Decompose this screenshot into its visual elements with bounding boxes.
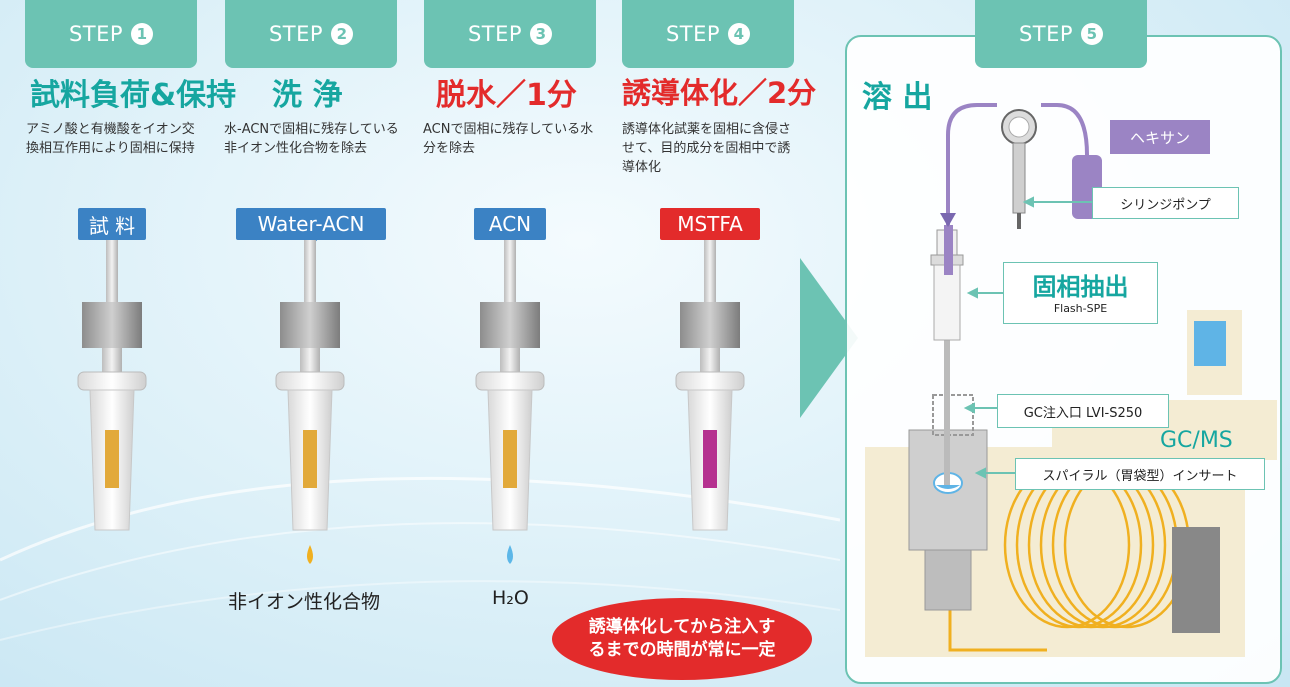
step-label: STEP [467, 22, 523, 46]
step-5-title: 溶 出 [862, 80, 933, 115]
step-1-tab: STEP 1 [25, 0, 197, 68]
drop-icon [507, 545, 513, 564]
step-3-description: ACNで固相に残存している水分を除去 [423, 122, 594, 156]
step-5-tab: STEP 5 [975, 0, 1147, 68]
spe-title: 固相抽出 [1032, 272, 1129, 301]
step-number: 5 [1081, 23, 1104, 45]
step-3-title: 脱水／1分 [436, 78, 577, 113]
step-2-description: 水-ACNで固相に残存している非イオン性化合物を除去 [224, 122, 399, 156]
sorbent-bed [105, 430, 119, 488]
background-swoosh [0, 0, 840, 687]
step-1-title: 試料負荷&保持 [30, 78, 237, 113]
step-label: STEP [1018, 22, 1074, 46]
spiral-insert-label: スパイラル（胃袋型）インサート [1015, 458, 1265, 490]
solid-phase-extraction-label: 固相抽出 Flash-SPE [1003, 262, 1158, 324]
step-number: 2 [331, 23, 354, 45]
note-line: 誘導体化してから注入す [588, 617, 776, 637]
detector-block [1172, 527, 1220, 633]
step-1-description: アミノ酸と有機酸をイオン交換相互作用により固相に保持 [26, 122, 195, 156]
hexane-label: ヘキサン [1110, 120, 1210, 154]
step-label: STEP [68, 22, 124, 46]
step-number: 1 [131, 23, 154, 45]
step-4-tab: STEP 4 [622, 0, 794, 68]
reagent-water-acn-label: Water-ACN [236, 208, 386, 247]
arrow-right-icon [800, 258, 858, 418]
syringe-pump-label: シリンジポンプ [1092, 187, 1239, 219]
step-label: STEP [268, 22, 324, 46]
reagent-sample-label: 試 料 [78, 208, 146, 247]
note-line: るまでの時間が常に一定 [588, 640, 776, 660]
reagent-acn-label: ACN [474, 208, 546, 247]
monitor-icon [1194, 321, 1226, 366]
step-2-title: 洗 浄 [272, 78, 343, 113]
step-4-title: 誘導体化／2分 [622, 76, 817, 110]
waste-label-water: H₂O [492, 587, 529, 609]
time-constant-note: 誘導体化してから注入す るまでの時間が常に一定 [552, 598, 812, 680]
step-4-description: 誘導体化試薬を固相に含侵させて、目的成分を固相中で誘導体化 [622, 122, 792, 175]
drop-icon [307, 545, 313, 564]
spe-cartridges [77, 240, 745, 564]
step-label: STEP [665, 22, 721, 46]
spe-subtitle: Flash-SPE [1053, 301, 1108, 315]
waste-label-nonionic: 非イオン性化合物 [228, 591, 381, 613]
gcms-label: GC/MS [1160, 428, 1233, 453]
step-number: 3 [530, 23, 553, 45]
gcms-instrument [865, 103, 1277, 657]
step-number: 4 [728, 23, 751, 45]
gc-inlet-label: GC注入口 LVI-S250 [997, 394, 1169, 428]
reagent-mstfa-label: MSTFA [660, 208, 760, 247]
step-2-tab: STEP 2 [225, 0, 397, 68]
step-3-tab: STEP 3 [424, 0, 596, 68]
